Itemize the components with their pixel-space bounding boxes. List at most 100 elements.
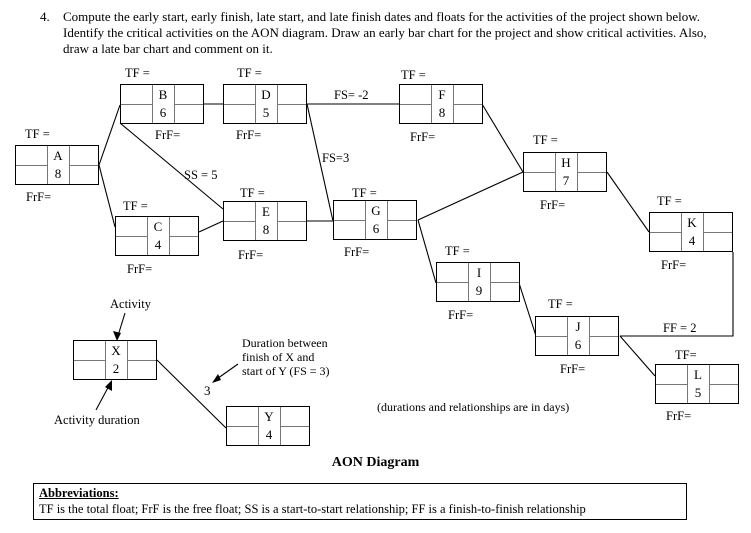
node-left-cells bbox=[224, 202, 256, 240]
activity-id: A bbox=[53, 148, 63, 163]
activity-duration: 5 bbox=[262, 105, 270, 120]
units-note: (durations and relationships are in days… bbox=[377, 400, 570, 414]
tf-label-H: TF = bbox=[533, 133, 558, 147]
node-right-cells bbox=[490, 263, 519, 301]
activity-duration: 7 bbox=[562, 173, 570, 188]
link-J-L bbox=[619, 335, 656, 377]
tf-label-I: TF = bbox=[445, 244, 470, 258]
node-left-cells bbox=[74, 341, 106, 379]
question-number: 4. bbox=[40, 9, 50, 24]
frf-label-E: FrF= bbox=[238, 248, 264, 262]
activity-duration: 6 bbox=[159, 105, 167, 120]
activity-duration: 8 bbox=[262, 222, 270, 237]
activity-duration: 4 bbox=[154, 237, 162, 252]
activity-duration: 2 bbox=[112, 361, 120, 376]
node-left-cells bbox=[437, 263, 469, 301]
activity-id: E bbox=[262, 204, 270, 219]
tf-label-K: TF = bbox=[657, 194, 682, 208]
tf-label-G: TF = bbox=[352, 186, 377, 200]
frf-label-L: FrF= bbox=[666, 409, 692, 423]
node-left-cells bbox=[536, 317, 568, 355]
node-left-cells bbox=[524, 153, 556, 191]
node-right-cells bbox=[69, 146, 98, 184]
activity-id: L bbox=[694, 367, 702, 382]
legend-activity-label: Activity bbox=[110, 297, 151, 311]
node-right-cells bbox=[387, 201, 416, 239]
node-left-cells bbox=[650, 213, 682, 251]
activity-duration: 6 bbox=[372, 221, 380, 236]
arrowhead-activity bbox=[113, 331, 121, 341]
link-G-H bbox=[417, 171, 524, 221]
legend-lag-line1: Duration between bbox=[242, 336, 328, 350]
activity-id: D bbox=[261, 87, 271, 102]
frf-label-K: FrF= bbox=[661, 258, 687, 272]
frf-label-A: FrF= bbox=[26, 190, 52, 204]
legend-lag-value: 3 bbox=[204, 383, 211, 398]
activity-duration: 9 bbox=[475, 283, 483, 298]
link-D-G bbox=[306, 103, 334, 222]
tf-label-F: TF = bbox=[401, 68, 426, 82]
relationship-label-J-K: FF = 2 bbox=[663, 321, 697, 335]
link-B-E bbox=[119, 122, 224, 210]
tf-label-D: TF = bbox=[237, 66, 262, 80]
abbreviations-heading: Abbreviations: bbox=[39, 486, 119, 500]
relationship-label-D-F: FS= -2 bbox=[334, 88, 369, 102]
tf-label-E: TF = bbox=[240, 186, 265, 200]
activity-id: X bbox=[111, 343, 121, 358]
activity-duration: 5 bbox=[694, 385, 702, 400]
node-right-cells bbox=[277, 202, 306, 240]
link-H-K bbox=[606, 171, 650, 233]
link-X-Y bbox=[156, 359, 227, 429]
node-right-cells bbox=[277, 85, 306, 123]
tf-label-B: TF = bbox=[125, 66, 150, 80]
node-right-cells bbox=[127, 341, 156, 379]
activity-id: H bbox=[561, 155, 571, 170]
node-left-cells bbox=[400, 85, 432, 123]
tf-label-A: TF = bbox=[25, 127, 50, 141]
frf-label-G: FrF= bbox=[344, 245, 370, 259]
activity-duration: 4 bbox=[688, 233, 696, 248]
abbreviations-text: TF is the total float; FrF is the free f… bbox=[39, 502, 586, 516]
node-right-cells bbox=[589, 317, 618, 355]
link-F-H bbox=[481, 103, 524, 173]
legend-lag-line3: start of Y (FS = 3) bbox=[242, 364, 330, 378]
tf-label-L: TF= bbox=[675, 348, 697, 362]
activity-id: F bbox=[438, 87, 446, 102]
node-right-cells bbox=[577, 153, 606, 191]
tf-label-C: TF = bbox=[123, 199, 148, 213]
activity-duration: 8 bbox=[54, 166, 62, 181]
legend-lag-line2: finish of X and bbox=[242, 350, 315, 364]
node-right-cells bbox=[280, 407, 309, 445]
node-left-cells bbox=[121, 85, 153, 123]
frf-label-D: FrF= bbox=[236, 128, 262, 142]
activity-duration: 6 bbox=[574, 337, 582, 352]
relationship-label-B-E: SS = 5 bbox=[184, 168, 218, 182]
node-right-cells bbox=[453, 85, 482, 123]
activity-id: I bbox=[476, 265, 482, 280]
link-A-C bbox=[98, 164, 116, 228]
node-right-cells bbox=[709, 365, 738, 403]
